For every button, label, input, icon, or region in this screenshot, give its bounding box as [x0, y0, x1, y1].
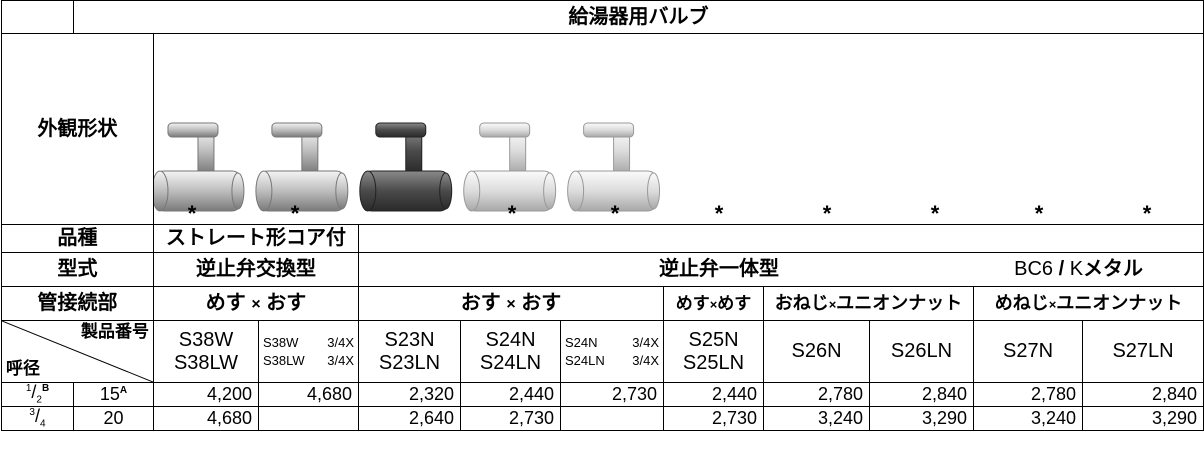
connection-meneji-union: めねじ×ユニオンナット — [972, 286, 1204, 321]
price-cell: 2,780 — [973, 381, 1083, 408]
connection-label: 管接続部 — [1, 286, 154, 321]
valve-4 — [463, 122, 557, 212]
model-m9: S27N — [973, 320, 1083, 383]
valve-price-table: 給湯器用バルブ 外観形状 — [1, 0, 1204, 432]
mm-size: 15A — [73, 381, 154, 408]
price-cell: 3,290 — [869, 406, 974, 432]
valve-photos — [154, 122, 661, 212]
hinshu-empty — [357, 224, 1204, 253]
inch-size: 1/2B — [1, 381, 74, 408]
price-row: 1/2B 15A 4,200 4,680 2,320 2,440 2,730 2… — [1, 381, 1204, 408]
price-cell: 3,240 — [973, 406, 1083, 432]
star-row: * * * * * * * * * — [154, 202, 1203, 226]
katashiki-right-cell: 逆止弁一体型 BC6 / Kメタル — [357, 252, 1204, 287]
price-cell: 2,730 — [460, 406, 561, 432]
price-cell: 2,780 — [763, 381, 870, 408]
product-no-header: 製品番号 呼径 — [1, 320, 154, 383]
valve-3 — [359, 122, 453, 212]
star-mark: * — [930, 201, 940, 226]
price-row: 3/4 20 4,680 2,640 2,730 2,730 3,240 3,2… — [1, 406, 1204, 432]
star-mark: * — [290, 201, 300, 226]
katashiki-bc6: BC6 / Kメタル — [1014, 258, 1144, 280]
price-cell: 2,640 — [358, 406, 461, 432]
valve-5 — [567, 122, 661, 212]
valve-2 — [255, 122, 349, 212]
table-title: 給湯器用バルブ — [72, 0, 1204, 34]
connection-mesu-mesu: めす×めす — [663, 286, 764, 321]
model-m7: S26N — [763, 320, 870, 383]
star-mark: * — [822, 201, 832, 226]
price-cell — [258, 406, 359, 432]
price-cell: 4,200 — [153, 381, 259, 408]
price-cell: 2,320 — [358, 381, 461, 408]
price-cell: 4,680 — [153, 406, 259, 432]
price-cell: 3,240 — [763, 406, 870, 432]
katashiki-label: 型式 — [1, 252, 154, 287]
diagonal-line — [2, 321, 153, 382]
star-mark: * — [714, 201, 724, 226]
star-mark: * — [610, 201, 620, 226]
model-m8: S26LN — [869, 320, 974, 383]
price-cell: 2,440 — [460, 381, 561, 408]
price-cell: 2,840 — [869, 381, 974, 408]
star-mark: * — [507, 201, 517, 226]
star-mark: * — [1142, 201, 1152, 226]
corner-cell — [1, 0, 74, 34]
star-mark: * — [187, 201, 197, 226]
mm-size: 20 — [73, 406, 154, 432]
inch-size: 3/4 — [1, 406, 74, 432]
connection-osu-osu: おす × おす — [358, 286, 664, 321]
katashiki-left: 逆止弁交換型 — [153, 252, 359, 287]
hinshu-value: ストレート形コア付 — [153, 224, 359, 253]
nominal-label: 呼径 — [6, 359, 40, 379]
price-cell: 2,440 — [663, 381, 764, 408]
appearance-label: 外観形状 — [1, 33, 154, 225]
connection-mesu-osu: めす × おす — [153, 286, 359, 321]
hinshu-label: 品種 — [1, 224, 154, 253]
price-cell: 2,730 — [663, 406, 764, 432]
price-cell — [560, 406, 664, 432]
price-cell: 2,840 — [1081, 381, 1204, 408]
price-cell: 3,290 — [1081, 406, 1204, 432]
price-cell: 4,680 — [258, 381, 359, 408]
appearance-photos: * * * * * * * * * — [152, 33, 1204, 226]
connection-oneji-union: おねじ×ユニオンナット — [763, 286, 974, 321]
valve-1 — [154, 122, 245, 212]
star-mark: * — [1034, 201, 1044, 226]
model-m10: S27LN — [1081, 320, 1204, 383]
product-no-label: 製品番号 — [81, 322, 149, 341]
katashiki-mid: 逆止弁一体型 — [659, 258, 779, 280]
price-cell: 2,730 — [560, 381, 664, 408]
